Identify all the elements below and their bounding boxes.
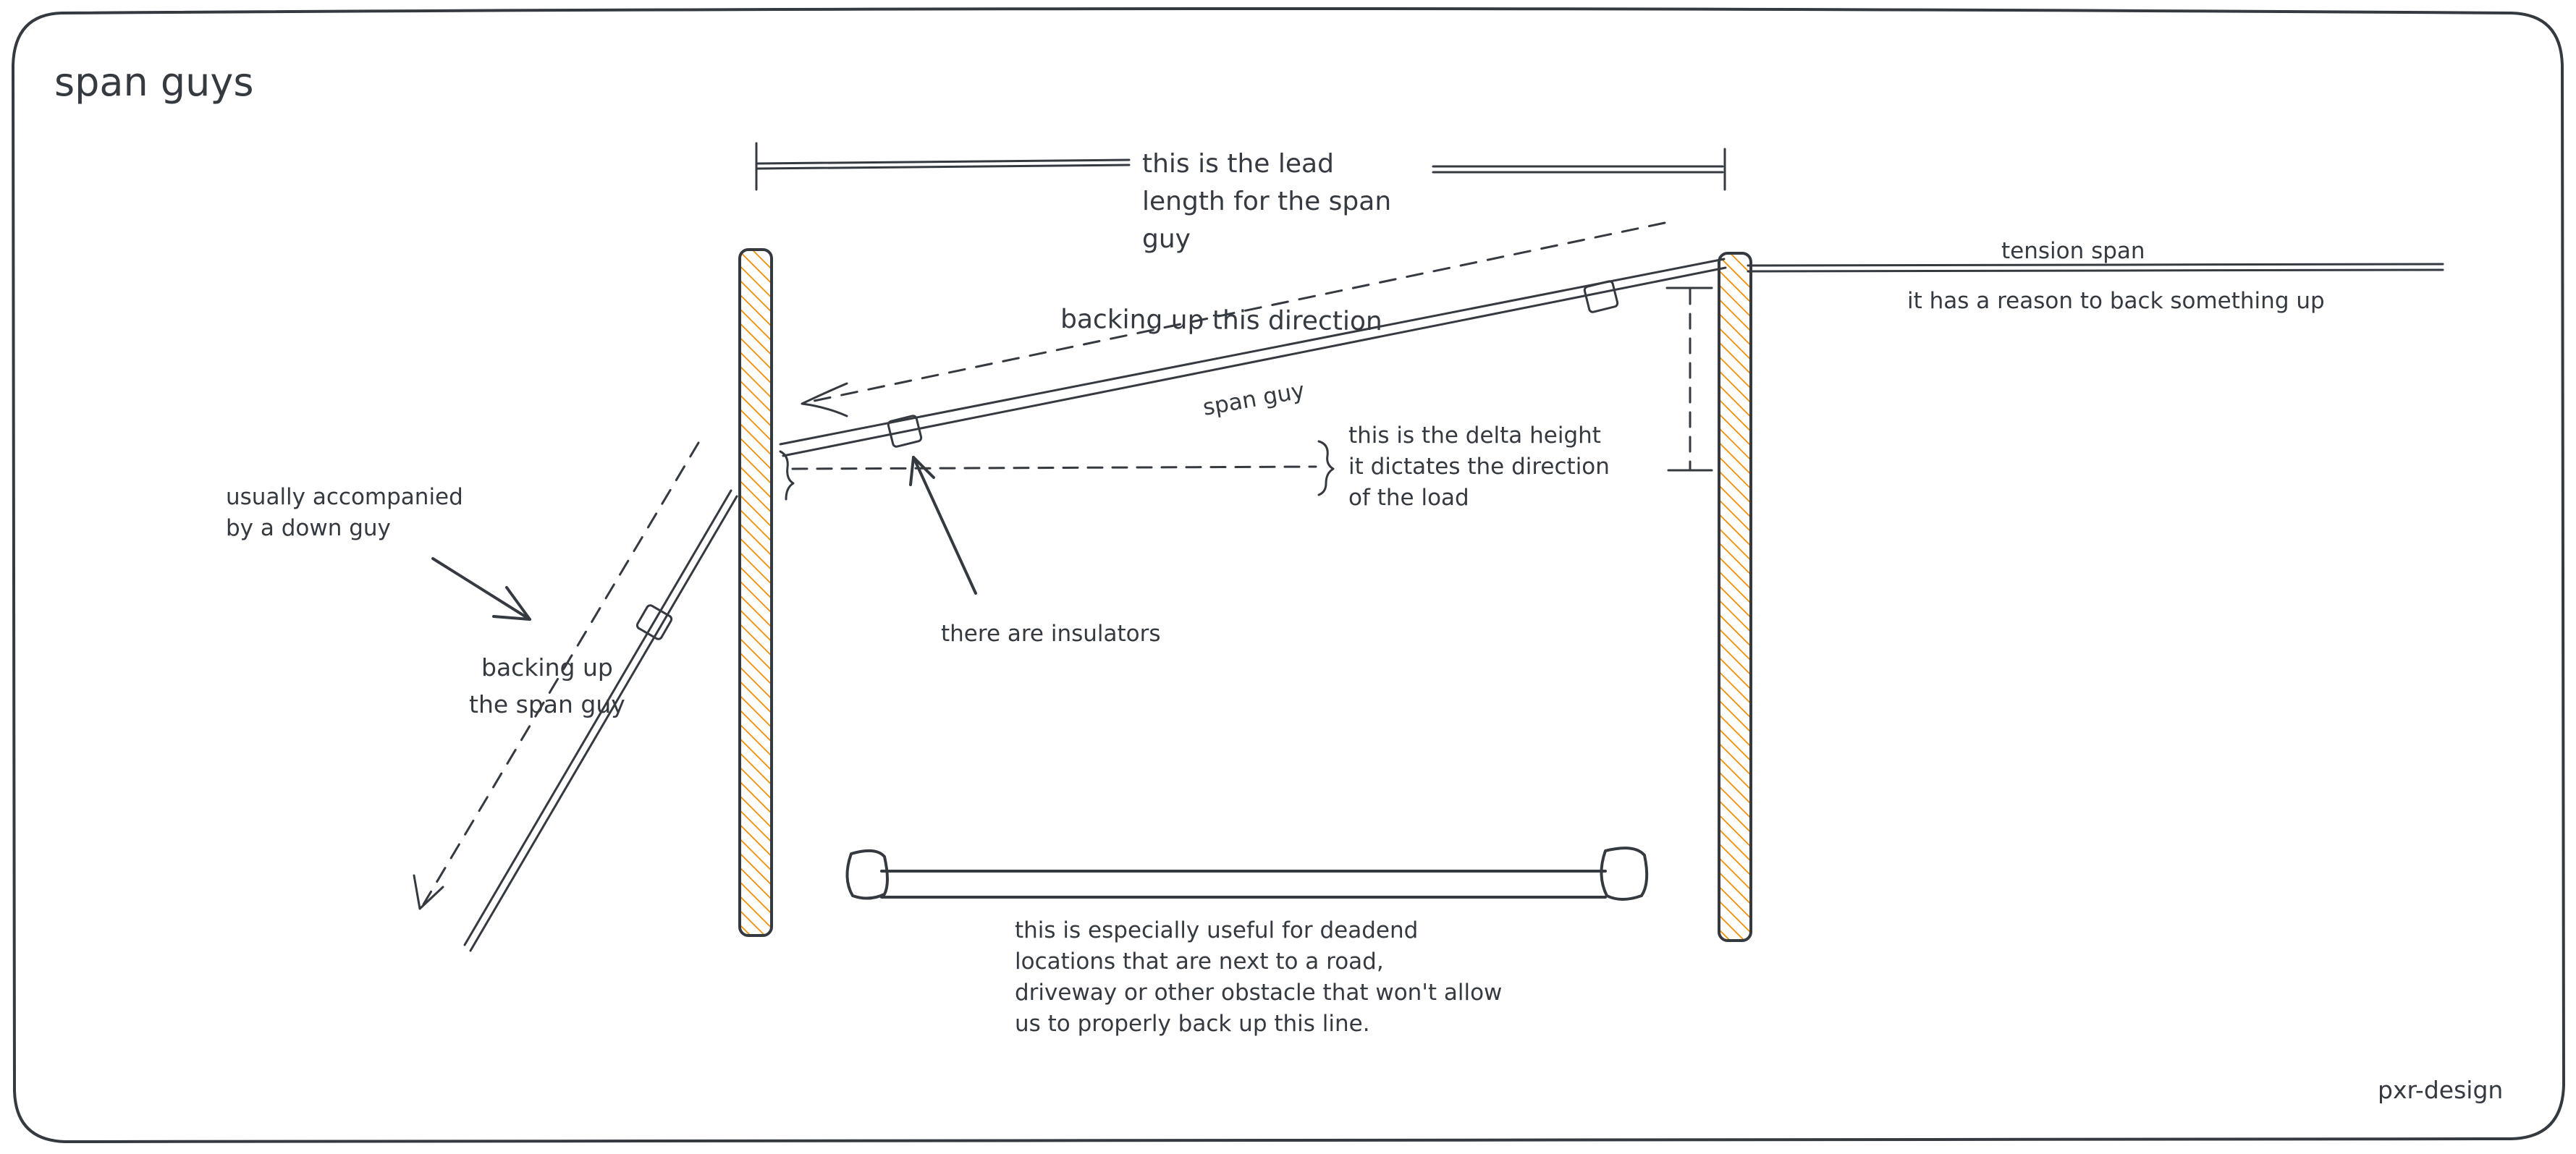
- tension-reason-label: it has a reason to back something up: [1907, 288, 2325, 314]
- backing-direction-arrow: [801, 221, 1666, 417]
- left-pole: [738, 248, 773, 937]
- insulators-pointer-arrow: [909, 456, 977, 595]
- deadend-bar-illustration: [845, 847, 1649, 901]
- lead-length-label: this is the lead length for the span guy: [1142, 149, 1400, 254]
- span-guy-label: span guy: [1201, 378, 1306, 421]
- insulators-label: there are insulators: [941, 621, 1161, 647]
- down-guy-note: usually accompanied by a down guy: [226, 484, 470, 541]
- signature: pxr-design: [2378, 1076, 2503, 1104]
- tension-span-line: [1747, 263, 2444, 273]
- down-guy-note-arrow: [431, 557, 531, 621]
- backing-direction-label: backing up this direction: [1060, 305, 1382, 336]
- outer-frame: [12, 7, 2565, 1143]
- backing-span-guy-arrow: [413, 441, 700, 910]
- span-guy-wire: [779, 258, 1727, 457]
- insulator-down-guy: [635, 604, 673, 640]
- deadend-note: this is especially useful for deadend lo…: [1015, 917, 1509, 1037]
- insulator-lower: [887, 415, 923, 448]
- right-pole: [1718, 252, 1752, 942]
- backing-span-guy-label: backing up the span guy: [469, 653, 625, 718]
- diagram-title: span guys: [54, 59, 253, 105]
- down-guy-wire: [463, 489, 738, 952]
- insulator-upper: [1583, 280, 1619, 313]
- tension-span-label: tension span: [2001, 238, 2145, 264]
- delta-height-dimension: [779, 287, 1713, 501]
- lead-length-dimension: [755, 142, 1726, 191]
- delta-height-label: this is the delta height it dictates the…: [1348, 423, 1617, 511]
